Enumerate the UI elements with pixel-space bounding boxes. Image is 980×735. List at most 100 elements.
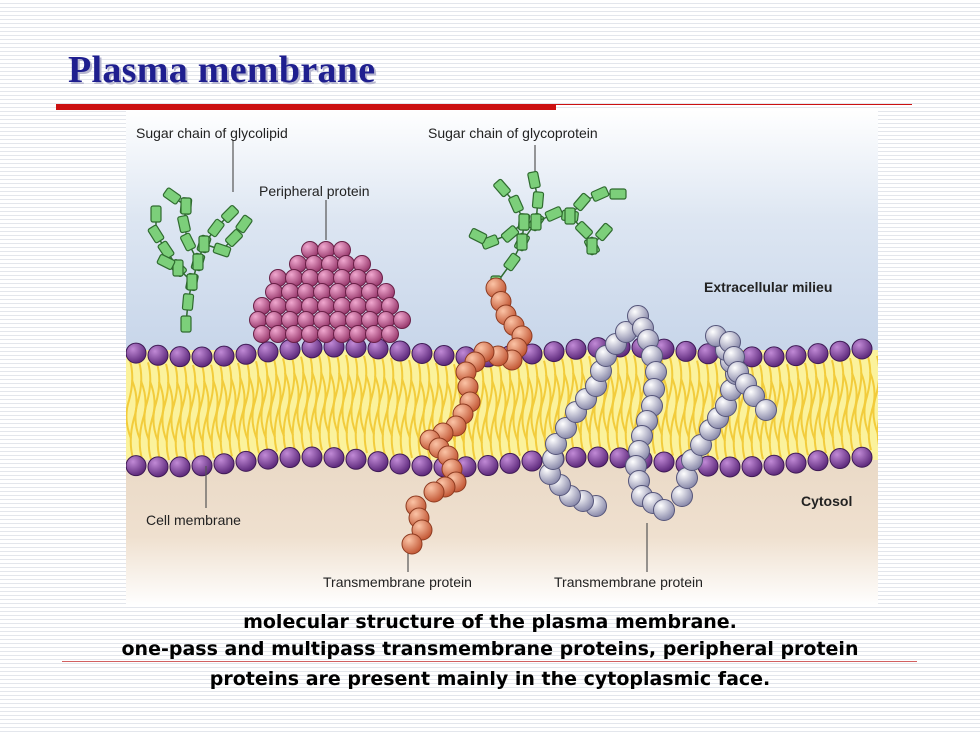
lipid-tail <box>363 374 372 454</box>
lipid-tail <box>341 354 350 434</box>
lipid-head <box>499 452 521 474</box>
lipid-tail <box>692 360 701 439</box>
lipid-head <box>477 455 499 477</box>
lipid-tail <box>485 364 494 444</box>
lipid-tail <box>300 371 309 451</box>
lipid-tail <box>624 372 633 452</box>
lipid-head <box>389 340 411 362</box>
sugar-unit <box>181 293 195 311</box>
lipid-head <box>829 448 851 470</box>
lipid-tail <box>503 363 512 443</box>
lipid-tail <box>674 358 683 438</box>
multipass-bead <box>545 433 567 455</box>
lipid-tail <box>422 361 431 441</box>
lipid-tail <box>615 372 624 451</box>
multipass-bead <box>743 385 765 407</box>
lipid-head <box>521 450 543 472</box>
lipid-head <box>411 455 433 477</box>
caption-line-1: molecular structure of the plasma membra… <box>243 611 737 633</box>
label-peripheral-protein: Peripheral protein <box>259 183 370 199</box>
lipid-head <box>807 343 829 365</box>
lipid-tail <box>854 356 863 436</box>
lipid-tail <box>413 360 422 440</box>
single-pass-transmembrane-protein <box>401 277 533 555</box>
lipid-tail <box>188 364 197 444</box>
lipid-tail <box>786 378 795 458</box>
sugar-unit <box>564 207 576 225</box>
lipid-tail <box>350 355 359 434</box>
leader-lines <box>205 140 648 572</box>
lipid-tail <box>296 356 305 435</box>
lipid-tail <box>126 360 134 439</box>
single-pass-bead <box>401 533 423 555</box>
lipid-tail <box>777 379 786 459</box>
lipid-tail <box>669 377 678 456</box>
sugar-unit <box>544 206 564 222</box>
lipid-head <box>367 451 389 473</box>
title-underline-thin <box>556 104 912 105</box>
lipid-head <box>301 446 323 468</box>
lipid-tail <box>143 362 152 441</box>
sugar-unit <box>573 192 591 212</box>
lipid-tail <box>179 364 188 444</box>
lipid-tail <box>845 357 854 437</box>
lipid-tail <box>678 378 687 457</box>
sugar-unit <box>212 242 232 258</box>
peripheral-bead <box>349 325 367 343</box>
peripheral-bead <box>333 325 351 343</box>
sugar-unit <box>221 205 239 223</box>
lipid-tail <box>521 362 530 441</box>
lipid-tail <box>206 364 215 444</box>
lipid-head <box>169 456 191 478</box>
lipid-head <box>126 342 147 364</box>
lipid-head <box>763 346 785 368</box>
sugar-unit <box>595 222 613 242</box>
lipid-head <box>191 346 213 368</box>
sugar-unit <box>235 214 253 234</box>
lipid-tail <box>863 356 872 435</box>
peripheral-bead <box>301 325 319 343</box>
lipid-tail <box>768 380 777 459</box>
label-cytosol: Cytosol <box>801 493 852 509</box>
sugar-unit <box>147 224 165 244</box>
lipid-tail <box>525 376 534 455</box>
lipid-tail <box>251 360 260 440</box>
lipid-tail <box>395 358 404 438</box>
lipid-tail <box>332 354 341 434</box>
peripheral-bead <box>381 325 399 343</box>
lipid-tail <box>687 379 696 458</box>
lipid-head <box>565 446 587 468</box>
lipid-tail <box>359 355 368 435</box>
lipid-tail <box>840 373 849 452</box>
peripheral-bead <box>253 325 271 343</box>
lipid-head <box>389 453 411 475</box>
lipid-tail <box>629 354 638 434</box>
lipid-tail <box>849 372 858 452</box>
lipid-tail <box>170 364 179 443</box>
lipid-tail <box>782 363 791 443</box>
lipid-tail <box>548 359 557 439</box>
membrane-diagram: Sugar chain of glycolipid Sugar chain of… <box>126 110 878 606</box>
lipid-head <box>785 452 807 474</box>
lipid-head <box>543 341 565 363</box>
peripheral-bead <box>269 325 287 343</box>
lipid-head <box>587 446 609 468</box>
lipid-tail <box>539 360 548 440</box>
lipid-tail <box>138 380 147 460</box>
lipid-tail <box>804 376 813 456</box>
lipid-tail <box>534 375 543 454</box>
lipid-tail <box>543 374 552 454</box>
lipid-tail <box>836 358 845 438</box>
lipid-tail <box>192 380 201 460</box>
lipid-tail <box>489 379 498 459</box>
sugar-unit <box>198 235 210 253</box>
lipid-tail <box>152 362 161 442</box>
lipid-tail <box>287 357 296 436</box>
sugar-unit <box>468 228 488 244</box>
label-transmembrane-1: Transmembrane protein <box>323 574 472 590</box>
lipid-head <box>851 338 873 360</box>
multipass-bead <box>555 417 577 439</box>
lipid-tail <box>408 379 417 459</box>
sugar-unit <box>493 178 511 198</box>
lipid-tail <box>165 381 174 461</box>
